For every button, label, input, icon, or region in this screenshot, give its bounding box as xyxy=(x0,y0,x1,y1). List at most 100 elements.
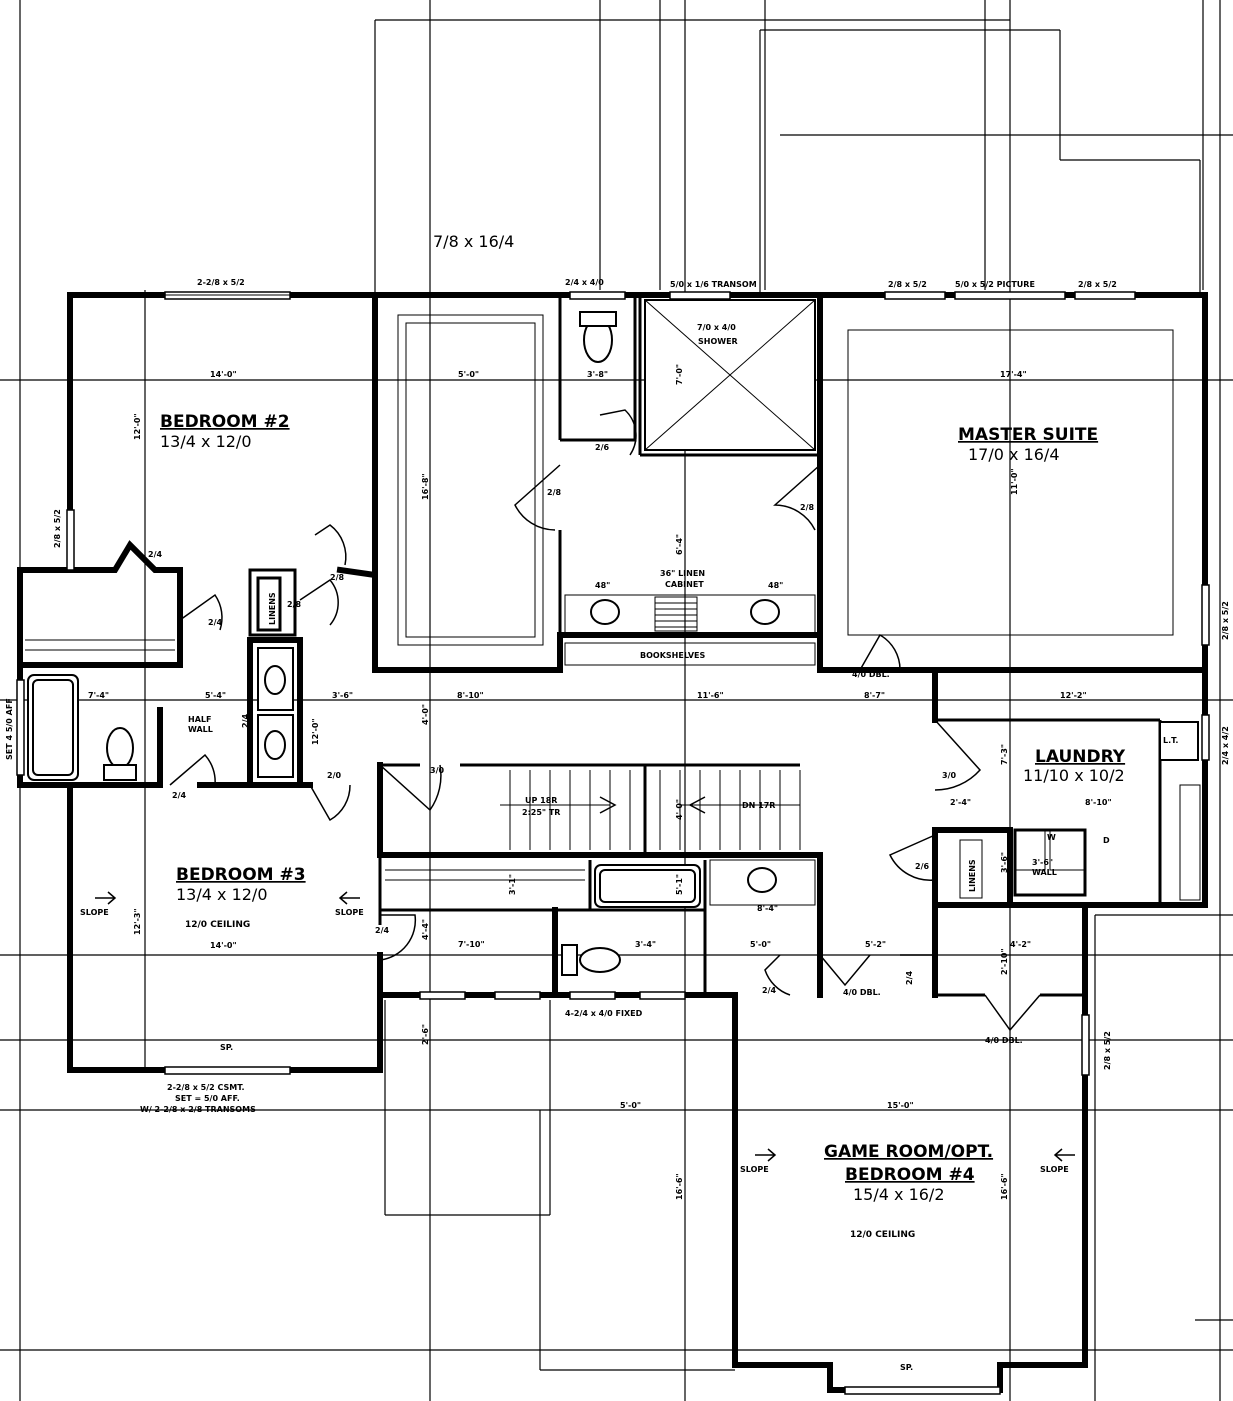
sink xyxy=(264,730,286,760)
door-label: 2/4 xyxy=(241,714,250,728)
linen-cabinet-label: 36" LINEN xyxy=(660,569,705,578)
window-label: 2/4 x 4/0 xyxy=(565,278,604,287)
door-label: 3/0 xyxy=(430,766,444,775)
stair-up-label: 2:25" TR xyxy=(522,808,560,817)
room-name-bedroom3: BEDROOM #3 xyxy=(176,865,306,885)
dim-label: 3'-8" xyxy=(587,370,608,379)
door-label: 3/0 xyxy=(942,771,956,780)
washer-label: W xyxy=(1047,833,1056,842)
dim-label: 17'-4" xyxy=(1000,370,1027,379)
door-label: 2/4 xyxy=(762,986,776,995)
misc-labels: 7/0 x 4/0 SHOWER 36" LINEN CABINET BOOKS… xyxy=(80,323,1178,1372)
linens-label: LINENS xyxy=(268,592,277,625)
dim-label: 14'-0" xyxy=(210,941,237,950)
window-label: 5/0 x 5/2 PICTURE xyxy=(955,280,1035,289)
dim-label: 4'-0" xyxy=(675,799,684,820)
half-wall-label: 3'-6" xyxy=(1032,858,1053,867)
window-label: 2/8 x 5/2 xyxy=(1221,601,1230,640)
door-label: 2/6 xyxy=(595,443,609,452)
window-label: 2/8 x 5/2 xyxy=(1078,280,1117,289)
door-label: 2/8 xyxy=(800,503,814,512)
sink xyxy=(750,599,780,625)
stair-down-label: DN 17R xyxy=(742,801,775,810)
door-label: 2/4 xyxy=(148,550,162,559)
dim-label: 8'-4" xyxy=(757,904,778,913)
dim-label: 4'-4" xyxy=(421,919,430,940)
door-label: 2/0 xyxy=(327,771,341,780)
double-door-label: 4/0 DBL. xyxy=(852,670,890,679)
dim-label: 16'-8" xyxy=(421,473,430,500)
dim-label: 12'-0" xyxy=(311,718,320,745)
room-name-laundry: LAUNDRY xyxy=(1035,747,1126,767)
door-label: 2/8 xyxy=(330,573,344,582)
slope-arrows xyxy=(95,796,1075,1162)
dim-label: 3'-6" xyxy=(1000,852,1009,873)
toilet xyxy=(579,947,621,973)
stairs xyxy=(500,770,801,850)
dim-label: 8'-7" xyxy=(864,691,885,700)
dim-label: 11'-6" xyxy=(697,691,724,700)
dim-label: 5'-1" xyxy=(675,874,684,895)
ceiling-game: 12/0 CEILING xyxy=(850,1230,915,1240)
slope-label: SLOPE xyxy=(80,908,109,917)
stair-up-label: UP 18R xyxy=(525,796,557,805)
door-label: 2/4 xyxy=(208,618,222,627)
dim-label: 16'-6" xyxy=(1000,1173,1009,1200)
dim-label: 2'-10" xyxy=(1000,948,1009,975)
room-name-bedroom4: BEDROOM #4 xyxy=(845,1165,975,1185)
door-label: 2/4 xyxy=(375,926,389,935)
ceiling-bedroom3: 12/0 CEILING xyxy=(185,920,250,930)
dim-label: 12'-0" xyxy=(133,413,142,440)
dim-label: 6'-4" xyxy=(675,534,684,555)
sink-width-label: 48" xyxy=(595,581,610,590)
sink xyxy=(590,599,620,625)
slope-label: SLOPE xyxy=(740,1165,769,1174)
windows xyxy=(16,291,1210,1395)
dim-label: 2'-6" xyxy=(421,1024,430,1045)
window-label: SET = 5/0 AFF. xyxy=(175,1094,240,1103)
room-size-walkin: 7/8 x 16/4 xyxy=(433,232,514,251)
window-labels: 2-2/8 x 5/2 2/4 x 4/0 5/0 x 1/6 TRANSOM … xyxy=(5,278,1230,1114)
dim-label: 4'-2" xyxy=(1010,940,1031,949)
window-label: 2/8 x 5/2 xyxy=(53,509,62,548)
linens-label: LINENS xyxy=(968,859,977,892)
window-label: 2/4 x 4/2 xyxy=(1221,726,1230,765)
window-label: 2/8 x 5/2 xyxy=(888,280,927,289)
dim-label: 12'-2" xyxy=(1060,691,1087,700)
dryer-label: D xyxy=(1103,836,1110,845)
dim-label: 8'-10" xyxy=(1085,798,1112,807)
dim-label: 5'-4" xyxy=(205,691,226,700)
fixtures xyxy=(25,299,1201,976)
room-name-game: GAME ROOM/OPT. xyxy=(824,1142,993,1162)
sp-label: SP. xyxy=(220,1043,233,1052)
dim-label: 15'-0" xyxy=(887,1101,914,1110)
linen-cabinet-label: CABINET xyxy=(665,580,704,589)
dim-label: 3'-6" xyxy=(332,691,353,700)
room-labels: BEDROOM #2 13/4 x 12/0 7/8 x 16/4 MASTER… xyxy=(160,232,1126,1240)
slope-label: SLOPE xyxy=(1040,1165,1069,1174)
sink xyxy=(747,867,777,893)
half-wall-label: WALL xyxy=(188,725,213,734)
dim-label: 2'-4" xyxy=(950,798,971,807)
half-wall-label: HALF xyxy=(188,715,211,724)
room-size-game: 15/4 x 16/2 xyxy=(853,1185,945,1204)
window-label: 2-2/8 x 5/2 xyxy=(197,278,245,287)
window-label: 5/0 x 1/6 TRANSOM xyxy=(670,280,757,289)
dim-label: 14'-0" xyxy=(210,370,237,379)
laundry-tub-label: L.T. xyxy=(1163,736,1178,745)
dim-label: 3'-4" xyxy=(635,940,656,949)
door-label: 2/6 xyxy=(915,862,929,871)
double-door-label: 4/0 DBL. xyxy=(843,988,881,997)
window-label: 2/8 x 5/2 xyxy=(1103,1031,1112,1070)
room-name-master: MASTER SUITE xyxy=(958,425,1098,445)
room-size-master: 17/0 x 16/4 xyxy=(968,445,1060,464)
dim-label: 5'-0" xyxy=(750,940,771,949)
window-label: SET 4 5/0 AFF xyxy=(5,698,14,760)
shower-label: 7/0 x 4/0 xyxy=(697,323,736,332)
dim-label: 7'-4" xyxy=(88,691,109,700)
door-label: 2/8 xyxy=(287,600,301,609)
room-name-bedroom2: BEDROOM #2 xyxy=(160,412,290,432)
slope-label: SLOPE xyxy=(335,908,364,917)
